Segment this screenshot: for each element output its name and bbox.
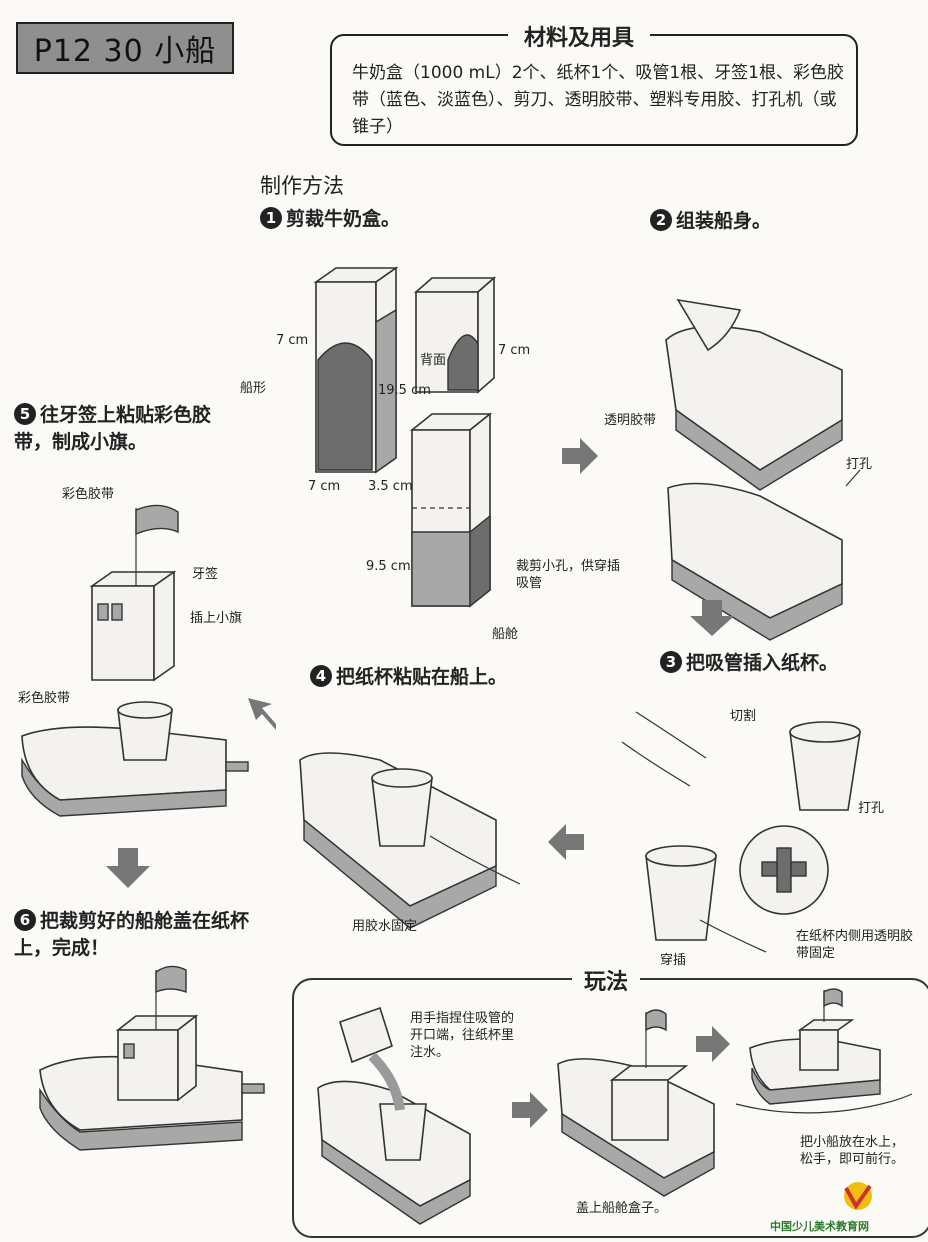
label-cabin: 船舱 xyxy=(492,627,519,642)
label-insert: 穿插 xyxy=(660,953,687,968)
watermark-text: 中国少儿美术教育网 xyxy=(770,1220,869,1233)
cabin-flag-illustration xyxy=(89,504,179,682)
label-boat-shape: 船形 xyxy=(240,381,267,396)
boat-side-illustration xyxy=(21,701,249,817)
label-color-tape-1: 彩色胶带 xyxy=(62,487,115,502)
boat-with-cup-illustration xyxy=(299,752,521,929)
label-color-tape-2: 彩色胶带 xyxy=(18,691,71,706)
materials-title: 材料及用具 xyxy=(508,20,651,52)
label-3-5cm: 3.5 cm xyxy=(368,479,413,494)
milk-carton-cut-illustration xyxy=(313,266,497,608)
play-instruction-1: 用手指捏住吸管的开口端，往纸杯里注水。 xyxy=(410,1011,515,1060)
label-9-5cm: 9.5 cm xyxy=(366,559,411,574)
play-instruction-2: 盖上船舱盒子。 xyxy=(576,1201,668,1216)
label-tape-inside: 在纸杯内侧用透明胶带固定 xyxy=(796,929,914,961)
play-instruction-3: 把小船放在水上，松手，即可前行。 xyxy=(800,1135,905,1167)
label-small-hole: 裁剪小孔，供穿插吸管 xyxy=(516,559,621,591)
label-toothpick: 牙签 xyxy=(192,567,219,582)
label-clear-tape: 透明胶带 xyxy=(604,413,657,428)
straw-cup-illustration xyxy=(621,711,861,953)
watermark-logo xyxy=(844,1182,872,1210)
boat-hull-illustration xyxy=(665,298,861,641)
final-boat-illustration xyxy=(39,965,265,1151)
label-punch-2: 打孔 xyxy=(858,801,885,816)
flow-arrows xyxy=(106,438,734,1128)
page-title: P12 30 小船 xyxy=(16,22,234,74)
materials-text: 牛奶盒（1000 mL）2个、纸杯1个、吸管1根、牙签1根、彩色胶带（蓝色、淡蓝… xyxy=(352,63,844,137)
play-box xyxy=(292,978,928,1238)
label-punch-1: 打孔 xyxy=(846,457,873,472)
label-7cm-a: 7 cm xyxy=(276,333,309,348)
label-19-5cm: 19.5 cm xyxy=(378,383,431,398)
label-glue: 用胶水固定 xyxy=(352,919,418,934)
label-back: 背面 xyxy=(420,353,447,368)
label-insert-flag: 插上小旗 xyxy=(190,611,243,626)
method-heading: 制作方法 xyxy=(260,174,344,198)
play-title: 玩法 xyxy=(572,964,641,996)
label-7cm-b: 7 cm xyxy=(498,343,531,358)
label-7cm-c: 7 cm xyxy=(308,479,341,494)
label-cut: 切割 xyxy=(730,709,757,724)
play-illustrations xyxy=(317,988,913,1225)
